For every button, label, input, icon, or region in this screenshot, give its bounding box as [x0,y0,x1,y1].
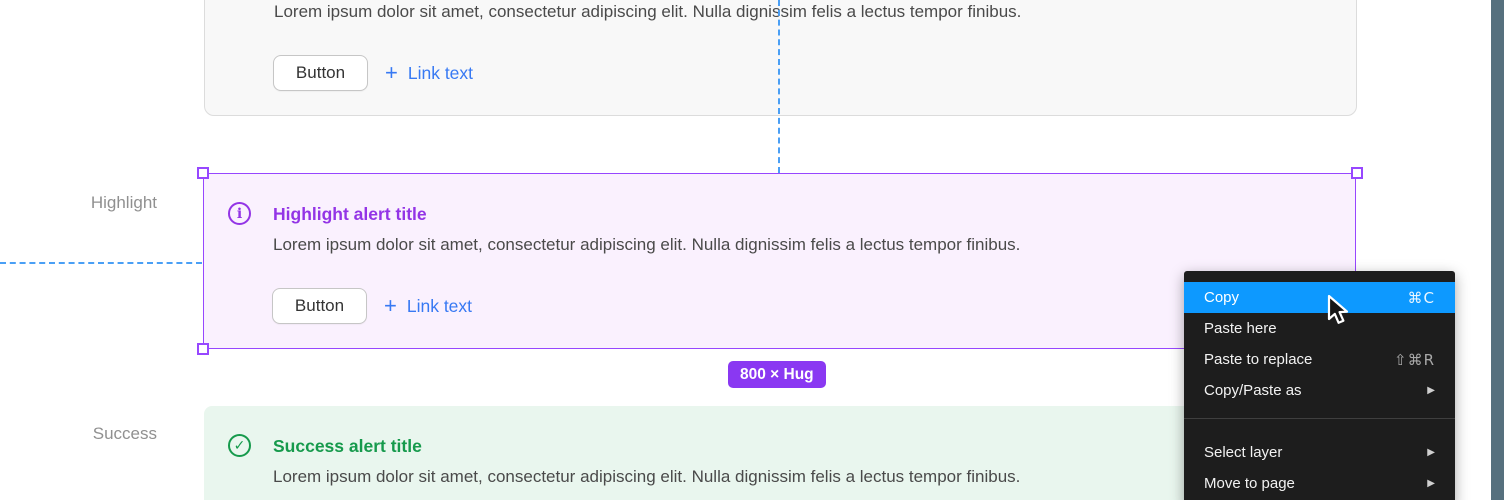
link-text: Link text [406,295,473,316]
success-row-label: Success [92,424,157,443]
highlight-alert-button[interactable]: Button [272,288,367,324]
menu-item-copy[interactable]: Copy ⌘C [1184,282,1455,313]
cursor-icon [1326,294,1354,333]
selection-handle-top-left[interactable] [197,167,209,179]
menu-item-label: Paste here [1204,320,1277,337]
menu-item-move-to-page[interactable]: Move to page ▶ [1184,468,1455,499]
menu-item-select-layer[interactable]: Select layer ▶ [1184,437,1455,468]
success-alert-body: Lorem ipsum dolor sit amet, consectetur … [273,467,1021,486]
default-alert-card[interactable]: Lorem ipsum dolor sit amet, consectetur … [204,0,1357,116]
highlight-alert-card[interactable]: i Highlight alert title Lorem ipsum dolo… [203,173,1356,349]
highlight-alert-title: Highlight alert title [273,204,427,224]
window-edge-strip [1491,0,1504,500]
submenu-arrow-icon: ▶ [1427,478,1435,489]
size-badge: 800 × Hug [728,361,826,388]
highlight-alert-link[interactable]: + Link text [384,288,472,324]
horizontal-distance-guide [0,262,202,264]
context-menu: Copy ⌘C Paste here Paste to replace ⇧⌘R … [1184,271,1455,500]
menu-item-label: Select layer [1204,444,1283,461]
menu-item-label: Copy [1204,289,1240,306]
shortcut-paste-to-replace: ⇧⌘R [1394,350,1435,369]
info-icon: i [228,202,251,225]
menu-item-paste-to-replace[interactable]: Paste to replace ⇧⌘R [1184,344,1455,375]
submenu-arrow-icon: ▶ [1427,447,1435,458]
link-text: Link text [407,62,474,83]
default-alert-button[interactable]: Button [273,55,368,91]
shortcut-copy: ⌘C [1407,288,1435,307]
check-circle-icon: ✓ [228,434,251,457]
menu-item-label: Move to page [1204,475,1295,492]
selection-handle-top-right[interactable] [1351,167,1363,179]
submenu-arrow-icon: ▶ [1427,385,1435,396]
highlight-alert-body: Lorem ipsum dolor sit amet, consectetur … [273,235,1021,254]
success-alert-title: Success alert title [273,436,422,456]
plus-icon: + [384,293,397,318]
menu-item-label: Paste to replace [1204,351,1313,368]
menu-item-label: Copy/Paste as [1204,382,1302,399]
vertical-distance-guide [778,0,780,173]
selection-handle-bottom-left[interactable] [197,343,209,355]
highlight-row-label: Highlight [90,193,157,212]
default-alert-body: Lorem ipsum dolor sit amet, consectetur … [274,2,1022,21]
success-alert-card[interactable]: ✓ Success alert title Lorem ipsum dolor … [204,406,1357,500]
default-alert-link[interactable]: + Link text [385,55,473,91]
menu-item-copy-paste-as[interactable]: Copy/Paste as ▶ [1184,375,1455,406]
menu-item-paste-here[interactable]: Paste here [1184,313,1455,344]
plus-icon: + [385,60,398,85]
menu-separator [1184,418,1455,419]
